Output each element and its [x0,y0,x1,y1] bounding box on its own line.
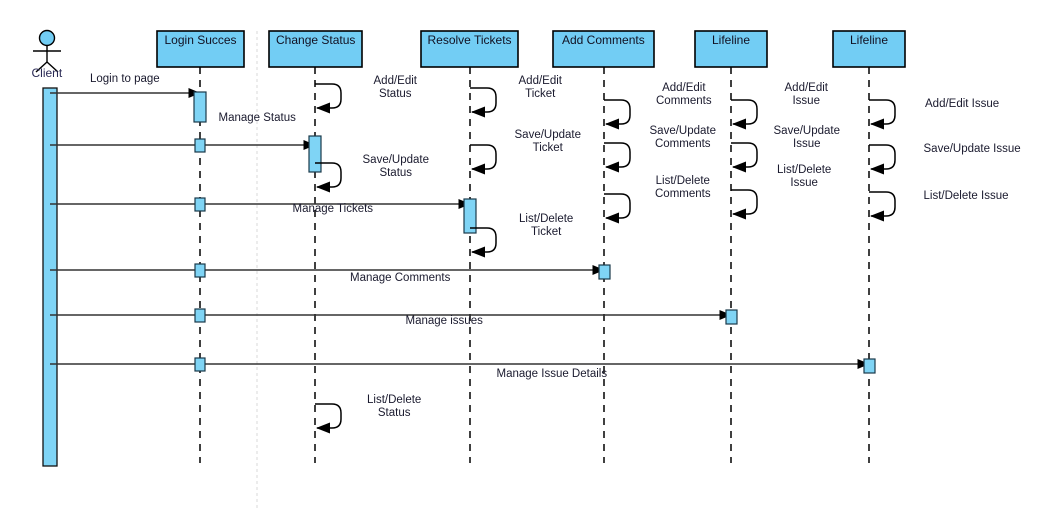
self-message-arrow-s14[interactable] [869,144,896,175]
participant-label-lifeline2: Lifeline [850,33,889,47]
participant-label-status: Change Status [276,33,356,47]
self-message-arrow-s3[interactable] [315,403,342,434]
activation-bar-a5 [194,308,206,323]
self-message-arrow-s8[interactable] [604,142,631,173]
self-message-arrow-s5[interactable] [470,144,497,175]
activation-bar-a2 [194,138,206,153]
participant-box-status[interactable] [268,30,363,68]
self-message-arrow-s9[interactable] [604,193,631,224]
participant-label-comments: Add Comments [562,33,645,47]
self-message-arrow-s10[interactable] [731,99,758,130]
participant-label-lifeline1: Lifeline [712,33,751,47]
activation-bar-a11 [863,358,876,374]
participant-label-tickets: Resolve Tickets [427,33,512,47]
actor-activation-bar [42,87,58,467]
self-message-arrow-s7[interactable] [604,99,631,130]
activation-bar-a6 [194,357,206,372]
activation-bar-a1 [193,91,207,123]
actor-head-icon [38,29,56,47]
participant-box-login[interactable] [156,30,245,68]
self-message-arrow-s4[interactable] [470,87,497,118]
self-message-arrow-s1[interactable] [315,83,342,114]
participant-label-login: Login Succes [164,33,237,47]
activation-bar-a10 [725,309,738,325]
participant-box-tickets[interactable] [420,30,519,68]
activation-bar-a8 [463,198,477,234]
self-message-arrow-s13[interactable] [869,99,896,130]
participant-box-lifeline1[interactable] [694,30,768,68]
self-message-arrow-s15[interactable] [869,191,896,222]
self-message-arrow-s11[interactable] [731,142,758,173]
activation-bar-a9 [598,264,611,280]
actor-leg-left-icon [35,61,48,73]
activation-bar-a7 [308,135,322,173]
participant-box-lifeline2[interactable] [832,30,906,68]
self-message-arrow-s12[interactable] [731,189,758,220]
participant-box-comments[interactable] [552,30,655,68]
activation-bar-a3 [194,197,206,212]
self-message-arrow-s2[interactable] [315,162,342,193]
activation-bar-a4 [194,263,206,278]
self-message-arrow-s6[interactable] [470,227,497,258]
actor-leg-right-icon [46,61,59,73]
actor-label-client: Client [31,66,63,80]
